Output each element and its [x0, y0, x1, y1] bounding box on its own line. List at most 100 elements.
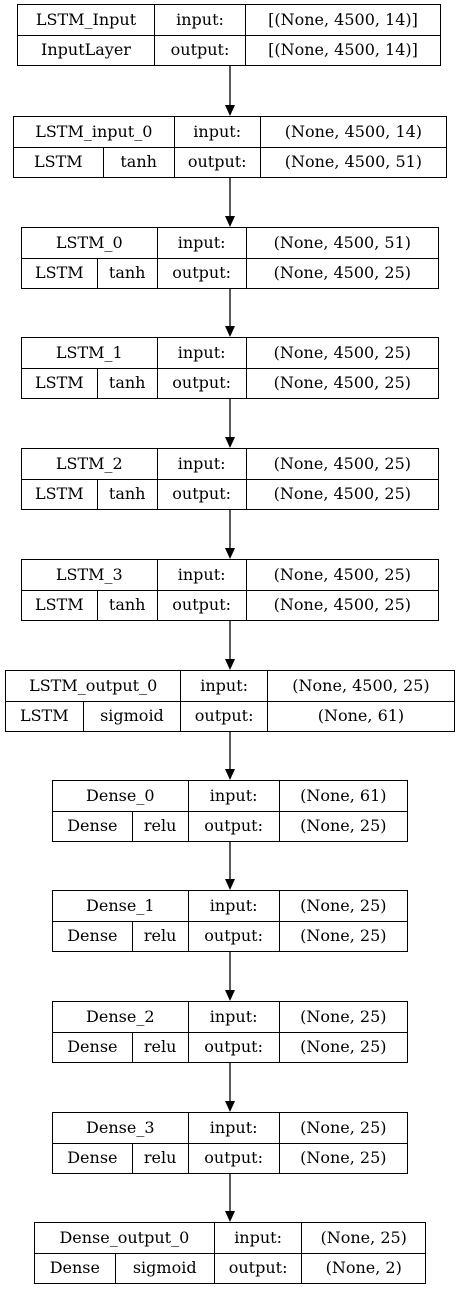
- layer-node-lstm-0: LSTM_0 input: (None, 4500, 51) LSTM tanh…: [21, 227, 440, 289]
- layer-node-dense-output-0: Dense_output_0 input: (None, 25) Dense s…: [34, 1222, 426, 1284]
- output-shape: (None, 4500, 25): [245, 589, 440, 621]
- output-shape: (None, 25): [278, 1142, 409, 1174]
- output-label: output:: [187, 920, 280, 952]
- layer-activation: sigmoid: [82, 700, 182, 732]
- layer-name: LSTM_1: [21, 337, 158, 369]
- arrowhead-icon: [225, 548, 235, 559]
- layer-name: LSTM_input_0: [13, 116, 175, 148]
- layer-activation: tanh: [96, 367, 158, 399]
- input-label: input:: [187, 1001, 280, 1033]
- layer-name: LSTM_3: [21, 559, 158, 591]
- layer-name: Dense_0: [52, 780, 189, 812]
- input-shape: (None, 25): [301, 1222, 426, 1254]
- input-shape: (None, 4500, 25): [245, 559, 440, 591]
- layer-class: LSTM: [21, 367, 98, 399]
- edge-arrow: [225, 842, 235, 890]
- layer-node-lstm-3: LSTM_3 input: (None, 4500, 25) LSTM tanh…: [21, 559, 440, 621]
- input-label: input:: [173, 116, 261, 148]
- layer-node-lstm-output-0: LSTM_output_0 input: (None, 4500, 25) LS…: [4, 670, 456, 732]
- output-label: output:: [187, 810, 280, 842]
- arrowhead-icon: [225, 1101, 235, 1112]
- edge-arrow: [225, 1174, 235, 1222]
- layer-node-dense-3: Dense_3 input: (None, 25) Dense relu out…: [52, 1112, 409, 1174]
- input-shape: (None, 4500, 51): [245, 227, 440, 259]
- layer-class: LSTM: [21, 589, 98, 621]
- output-label: output:: [156, 589, 247, 621]
- output-label: output:: [156, 367, 247, 399]
- output-label: output:: [187, 1142, 280, 1174]
- arrowhead-icon: [225, 326, 235, 337]
- layer-class: Dense: [52, 1031, 133, 1063]
- arrowhead-icon: [225, 216, 235, 227]
- arrowhead-icon: [225, 437, 235, 448]
- layer-node-dense-0: Dense_0 input: (None, 61) Dense relu out…: [52, 780, 409, 842]
- input-label: input:: [187, 780, 280, 812]
- layer-name: LSTM_2: [21, 448, 158, 480]
- arrowhead-icon: [225, 105, 235, 116]
- edge-arrow: [225, 510, 235, 559]
- input-shape: (None, 25): [278, 890, 409, 922]
- layer-name: Dense_2: [52, 1001, 189, 1033]
- layer-activation: sigmoid: [114, 1252, 215, 1284]
- layer-class: LSTM: [5, 700, 84, 732]
- layer-node-dense-2: Dense_2 input: (None, 25) Dense relu out…: [52, 1001, 409, 1063]
- arrowhead-icon: [225, 659, 235, 670]
- edge-arrow: [225, 1063, 235, 1112]
- output-label: output:: [156, 257, 247, 289]
- input-shape: (None, 25): [278, 1112, 409, 1144]
- arrowhead-icon: [225, 769, 235, 780]
- edge-arrow: [225, 952, 235, 1001]
- output-shape: (None, 4500, 25): [245, 367, 440, 399]
- output-label: output:: [156, 478, 247, 510]
- layer-name: LSTM_0: [21, 227, 158, 259]
- output-shape: (None, 61): [266, 700, 456, 732]
- layer-name: LSTM_Input: [17, 4, 155, 36]
- layer-node-lstm-2: LSTM_2 input: (None, 4500, 25) LSTM tanh…: [21, 448, 440, 510]
- input-shape: (None, 4500, 25): [266, 670, 456, 702]
- layer-name: Dense_1: [52, 890, 189, 922]
- input-shape: (None, 4500, 14): [259, 116, 448, 148]
- layer-activation: tanh: [96, 257, 158, 289]
- output-shape: (None, 2): [301, 1252, 426, 1284]
- layer-activation: tanh: [96, 589, 158, 621]
- layer-node-dense-1: Dense_1 input: (None, 25) Dense relu out…: [52, 890, 409, 952]
- input-shape: (None, 61): [278, 780, 409, 812]
- arrowhead-icon: [225, 879, 235, 890]
- layer-activation: relu: [131, 810, 189, 842]
- output-shape: (None, 4500, 51): [259, 146, 448, 178]
- input-label: input:: [213, 1222, 303, 1254]
- input-label: input:: [156, 337, 247, 369]
- layer-activation: tanh: [102, 146, 175, 178]
- edge-arrow: [225, 621, 235, 670]
- input-label: input:: [187, 890, 280, 922]
- layer-class: LSTM: [21, 478, 98, 510]
- output-shape: [(None, 4500, 14)]: [245, 34, 441, 66]
- layer-name: LSTM_output_0: [4, 670, 182, 702]
- layer-class: Dense: [52, 810, 133, 842]
- output-label: output:: [213, 1252, 303, 1284]
- input-shape: [(None, 4500, 14)]: [245, 4, 441, 36]
- edge-arrow: [225, 178, 235, 227]
- output-shape: (None, 25): [278, 1031, 409, 1063]
- input-label: input:: [156, 227, 247, 259]
- input-shape: (None, 25): [278, 1001, 409, 1033]
- input-shape: (None, 4500, 25): [245, 337, 440, 369]
- input-label: input:: [156, 448, 247, 480]
- layer-class: LSTM: [13, 146, 104, 178]
- layer-node-lstm-1: LSTM_1 input: (None, 4500, 25) LSTM tanh…: [21, 337, 440, 399]
- edge-arrow: [225, 399, 235, 448]
- input-shape: (None, 4500, 25): [245, 448, 440, 480]
- edge-arrow: [225, 732, 235, 780]
- edge-arrow: [225, 66, 235, 116]
- layer-activation: relu: [131, 920, 189, 952]
- layer-class: Dense: [52, 920, 133, 952]
- layer-node-lstm-input: LSTM_Input input: [(None, 4500, 14)] Inp…: [17, 4, 441, 66]
- layer-activation: relu: [131, 1142, 189, 1174]
- layer-activation: tanh: [96, 478, 158, 510]
- layer-name: Dense_output_0: [34, 1222, 215, 1254]
- output-label: output:: [180, 700, 268, 732]
- input-label: input:: [187, 1112, 280, 1144]
- output-shape: (None, 4500, 25): [245, 478, 440, 510]
- output-label: output:: [154, 34, 246, 66]
